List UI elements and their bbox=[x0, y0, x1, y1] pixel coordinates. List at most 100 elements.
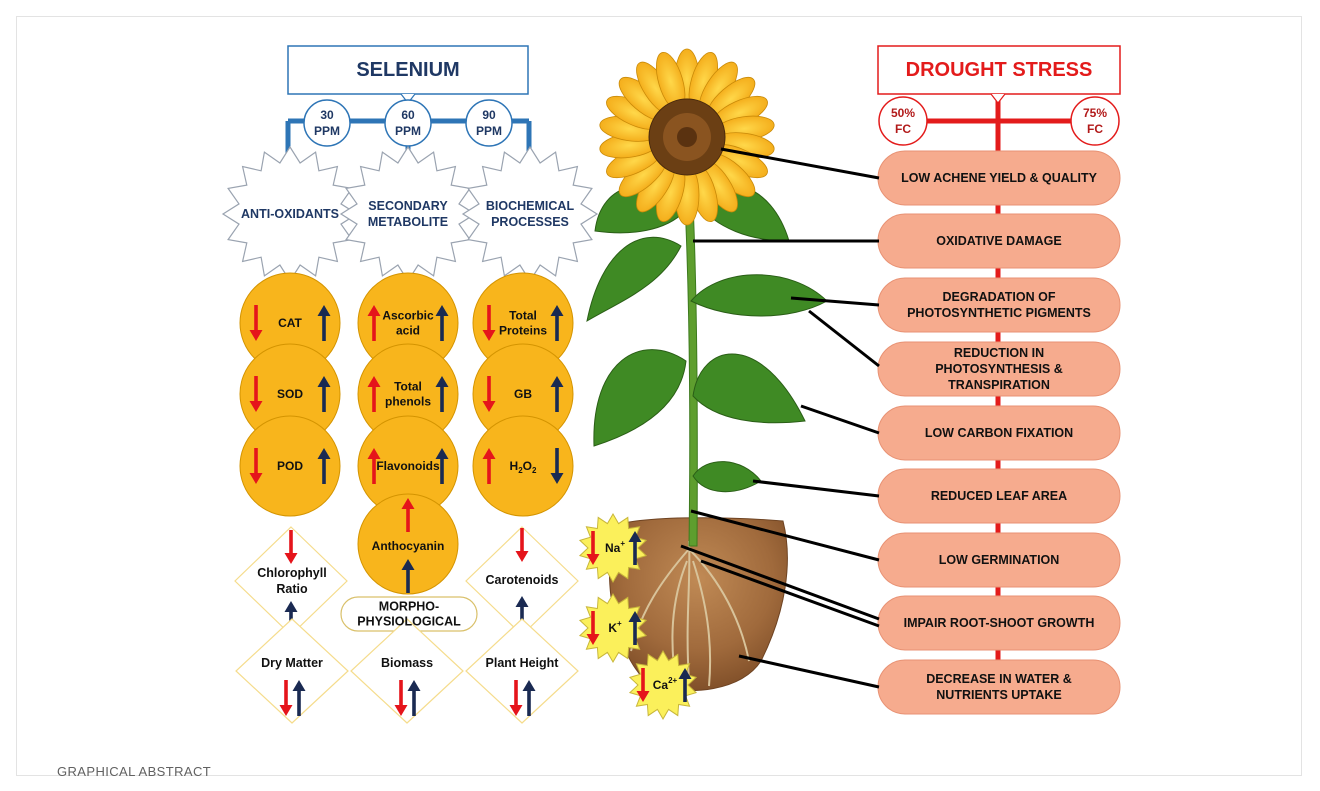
figure-caption: GRAPHICAL ABSTRACT bbox=[57, 764, 212, 779]
right-arrow-3-3 bbox=[550, 448, 564, 484]
right-arrow-3-2 bbox=[550, 376, 564, 412]
right-arrow-1-3 bbox=[317, 448, 331, 484]
left-arrow-3-2 bbox=[482, 376, 496, 412]
anthocyanin-circle bbox=[357, 493, 459, 595]
parameter-label-1-2-line-1: SOD bbox=[277, 387, 303, 401]
effect-connector-8 bbox=[680, 544, 880, 621]
category-starburst-3 bbox=[461, 145, 599, 283]
right-arrow-2-3 bbox=[435, 448, 449, 484]
effect-connector-3 bbox=[790, 296, 880, 307]
dose-unit-1: PPM bbox=[314, 124, 340, 138]
ion-arrow-navy-ca bbox=[678, 668, 692, 702]
dose-value-1: 30 bbox=[320, 108, 334, 122]
effect-connector-1 bbox=[720, 147, 880, 180]
category-label-3-line-2: PROCESSES bbox=[491, 215, 569, 229]
parameter-label-3-1-line-2: Proteins bbox=[499, 324, 547, 338]
effect-label-7-line-1: LOW GERMINATION bbox=[939, 553, 1060, 567]
diamond-plant-height bbox=[465, 618, 579, 724]
effect-label-9-line-2: NUTRIENTS UPTAKE bbox=[936, 688, 1061, 702]
fc-unit-1: FC bbox=[895, 122, 911, 136]
category-label-2-line-1: SECONDARY bbox=[368, 199, 448, 213]
bottom-arrow-navy-1 bbox=[292, 680, 306, 716]
fc-value-1: 50% bbox=[891, 106, 915, 120]
right-arrow-1-2 bbox=[317, 376, 331, 412]
plant-stem bbox=[683, 180, 698, 547]
effect-label-8-line-1: IMPAIR ROOT-SHOOT GROWTH bbox=[904, 616, 1095, 630]
ion-star-ca bbox=[628, 650, 698, 720]
effect-box-4 bbox=[877, 341, 1121, 397]
diamond-biomass bbox=[350, 618, 464, 724]
parameter-label-2-1-line-2: acid bbox=[396, 324, 420, 338]
effect-box-9 bbox=[877, 659, 1121, 715]
morpho-physiological-label-line-1: MORPHO- bbox=[379, 600, 439, 614]
fc-value-2: 75% bbox=[1083, 106, 1107, 120]
left-arrow-3-1 bbox=[482, 305, 496, 341]
fc-unit-2: FC bbox=[1087, 122, 1103, 136]
plant-leaf-1 bbox=[586, 236, 682, 322]
plant-leaf-3 bbox=[593, 349, 687, 447]
root-1 bbox=[686, 540, 691, 682]
category-starburst-2 bbox=[339, 145, 477, 283]
plant-leaf-4 bbox=[692, 353, 806, 424]
effect-label-9-line-1: DECREASE IN WATER & bbox=[926, 672, 1072, 686]
ion-arrow-red-ca bbox=[636, 668, 650, 702]
morpho-physiological-label-line-2: PHYSIOLOGICAL bbox=[357, 615, 461, 629]
fc-circle-1 bbox=[878, 96, 928, 146]
parameter-label-3-1-line-1: Total bbox=[509, 309, 537, 323]
effect-label-6-line-1: REDUCED LEAF AREA bbox=[931, 489, 1067, 503]
left-arrow-2-2 bbox=[367, 376, 381, 412]
dose-circle-30-ppm bbox=[303, 99, 351, 147]
selenium-title-box bbox=[287, 45, 529, 95]
category-label-1-line-1: ANTI-OXIDANTS bbox=[241, 207, 339, 221]
effect-label-2-line-1: OXIDATIVE DAMAGE bbox=[936, 234, 1061, 248]
drought-title-pointer bbox=[990, 93, 1006, 104]
category-label-2-line-2: METABOLITE bbox=[368, 215, 448, 229]
selenium-title: SELENIUM bbox=[356, 59, 459, 81]
anthocyanin-label: Anthocyanin bbox=[372, 539, 445, 553]
diamond-label-carotenoids-line-1: Carotenoids bbox=[486, 573, 559, 587]
graphical-abstract-diagram: SELENIUM30PPM60PPM90PPMANTI-OXIDANTSSECO… bbox=[221, 45, 1121, 724]
fc-circle-2 bbox=[1070, 96, 1120, 146]
ion-star-k bbox=[578, 593, 648, 663]
effect-connector-9 bbox=[700, 559, 880, 628]
ion-arrow-navy-k bbox=[628, 611, 642, 645]
plant-leaf-2 bbox=[690, 274, 828, 317]
right-arrow-3-1 bbox=[550, 305, 564, 341]
dose-value-3: 90 bbox=[482, 108, 496, 122]
diamond-label-chlorophyll-line-2: Ratio bbox=[276, 582, 308, 596]
right-arrow-2-2 bbox=[435, 376, 449, 412]
bottom-arrow-navy-3 bbox=[522, 680, 536, 716]
parameter-label-2-2-line-1: Total bbox=[394, 380, 422, 394]
dose-circle-60-ppm bbox=[384, 99, 432, 147]
left-arrow-2-1 bbox=[367, 305, 381, 341]
root-3 bbox=[688, 548, 750, 662]
effect-label-1-line-1: LOW ACHENE YIELD & QUALITY bbox=[901, 171, 1098, 185]
diamond-dry-matter bbox=[235, 618, 349, 724]
diamond-label-5-line-1: Plant Height bbox=[486, 656, 560, 670]
parameter-label-1-3-line-1: POD bbox=[277, 459, 303, 473]
diamond-label-4-line-1: Biomass bbox=[381, 656, 433, 670]
ion-label-k: K+ bbox=[608, 619, 622, 635]
ion-arrow-navy-na bbox=[628, 531, 642, 565]
effect-connector-10 bbox=[738, 654, 880, 689]
drought-title: DROUGHT STRESS bbox=[906, 59, 1093, 81]
carotenoids-arrow-red bbox=[515, 528, 529, 562]
parameter-label-2-2-line-2: phenols bbox=[385, 395, 431, 409]
right-arrow-1-1 bbox=[317, 305, 331, 341]
parameter-circle-3-3 bbox=[472, 415, 574, 517]
dose-circle-90-ppm bbox=[465, 99, 513, 147]
bottom-arrow-red-1 bbox=[279, 680, 293, 716]
carotenoids-arrow-navy bbox=[515, 596, 529, 630]
bottom-arrow-red-3 bbox=[509, 680, 523, 716]
flower-disc-center bbox=[677, 127, 697, 147]
chlorophyll-arrow-red bbox=[284, 530, 298, 564]
effect-label-3-line-1: DEGRADATION OF bbox=[943, 290, 1056, 304]
plant-leaf-5 bbox=[692, 461, 762, 493]
effect-label-5-line-1: LOW CARBON FIXATION bbox=[925, 426, 1073, 440]
dose-value-2: 60 bbox=[401, 108, 415, 122]
parameter-label-1-1-line-1: CAT bbox=[278, 316, 302, 330]
anthocyanin-arrow-red bbox=[401, 498, 415, 532]
chlorophyll-arrow-navy bbox=[284, 601, 298, 635]
parameter-label-h2o2: H2O2 bbox=[510, 459, 537, 475]
effect-connector-6 bbox=[752, 479, 880, 498]
